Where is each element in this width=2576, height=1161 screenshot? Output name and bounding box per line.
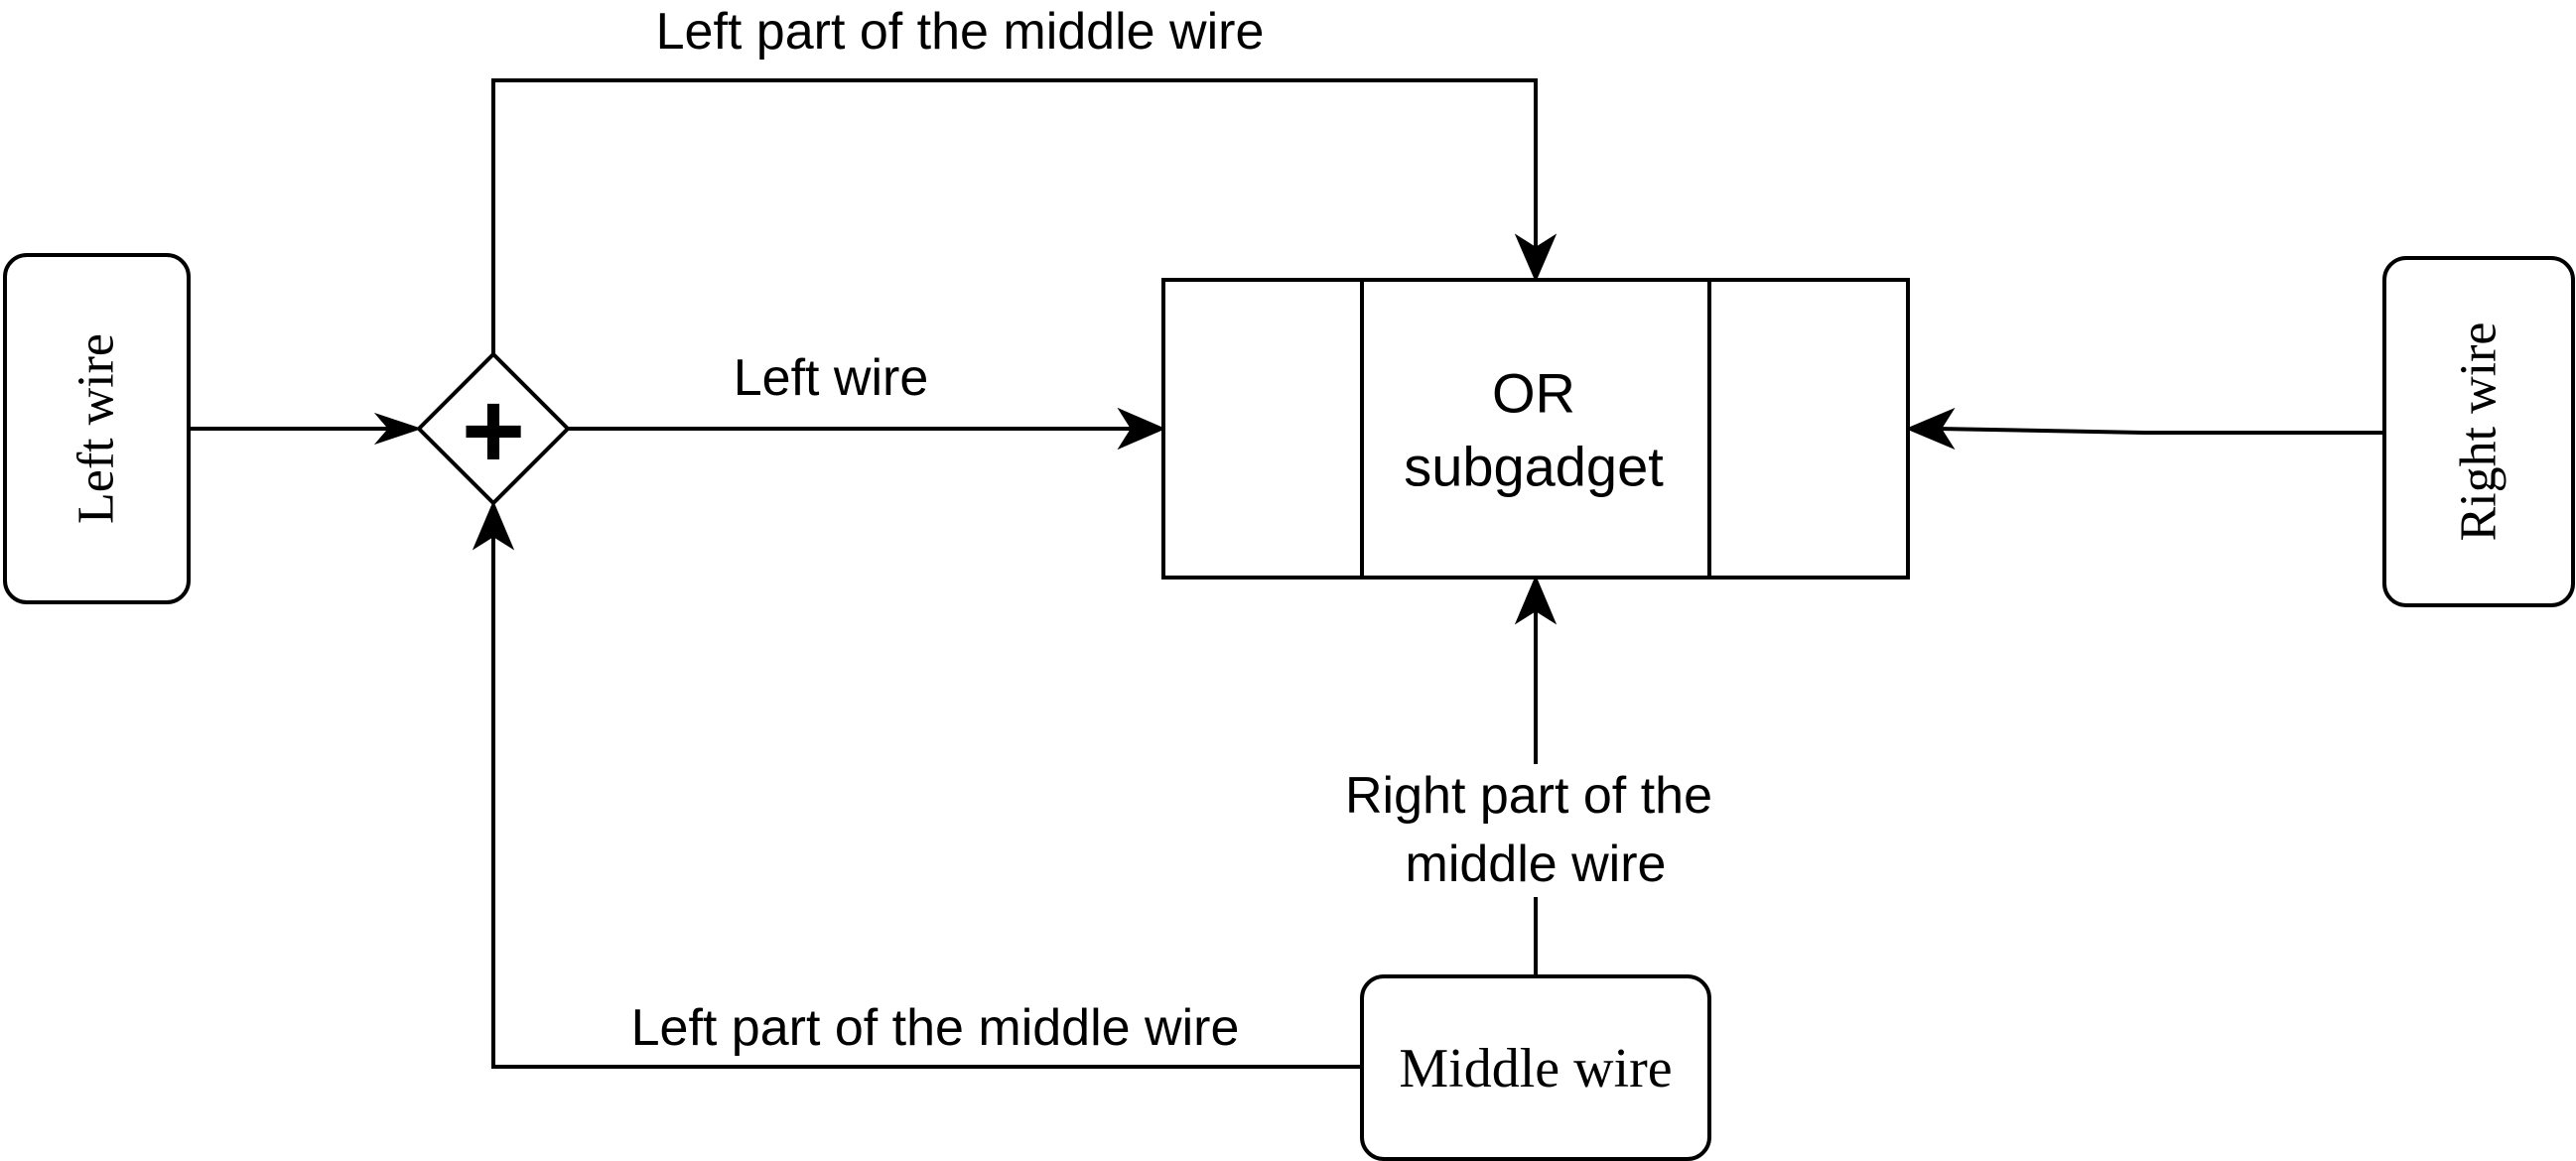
edge-middle-to-or — [1514, 575, 1558, 976]
junction-plus-symbol: + — [462, 370, 525, 492]
edge-left-wire-to-junction — [189, 412, 423, 446]
node-left-wire: Left wire — [3, 253, 191, 604]
edge-label-right-part-line1: Right part of the — [1345, 767, 1712, 825]
edge-label-right-part-line2: middle wire — [1406, 836, 1667, 893]
node-right-wire: Right wire — [2382, 256, 2575, 607]
node-middle-wire: Middle wire — [1360, 974, 1711, 1161]
or-subgadget-label-line2: subgadget — [1404, 436, 1664, 498]
edge-label-bottom: Left part of the middle wire — [631, 999, 1240, 1057]
node-right-wire-label: Right wire — [2451, 322, 2508, 542]
edge-label-left-wire: Left wire — [734, 349, 929, 407]
edge-junction-to-or — [568, 407, 1166, 451]
edge-right-wire-to-or — [1905, 407, 2384, 451]
edge-junction-to-or-top — [491, 78, 1558, 354]
edge-middle-to-junction — [472, 500, 1362, 1069]
edge-label-top: Left part of the middle wire — [656, 3, 1265, 61]
node-or-subgadget: OR subgadget — [1161, 278, 1910, 580]
or-subgadget-label-line1: OR — [1492, 362, 1575, 425]
node-left-wire-label: Left wire — [68, 333, 125, 524]
node-middle-wire-label: Middle wire — [1399, 1038, 1672, 1099]
node-junction: + — [416, 351, 571, 506]
